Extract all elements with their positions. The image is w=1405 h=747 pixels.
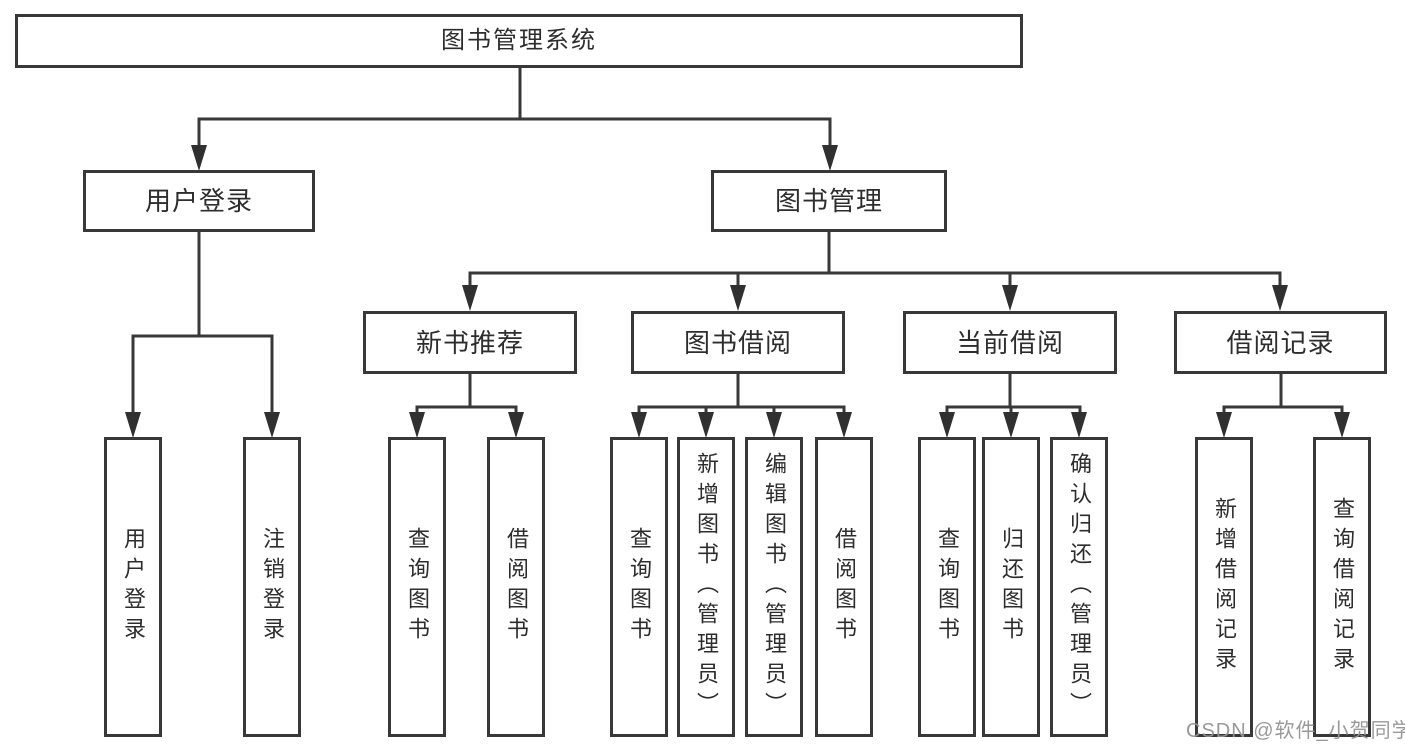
arrow-down-icon [508, 412, 524, 438]
arrow-down-icon [1272, 285, 1288, 311]
node-confirm-return-admin: 确认归还（管理员） [1050, 437, 1108, 737]
node-book-borrow: 图书借阅 [631, 311, 845, 374]
node-current-borrow: 当前借阅 [903, 311, 1117, 374]
node-new-book-recommend: 新书推荐 [363, 311, 577, 374]
node-add-book-admin: 新增图书（管理员） [677, 437, 735, 737]
arrow-down-icon [836, 412, 852, 438]
node-query-books: 查询图书 [918, 437, 976, 737]
node-logout: 注销登录 [243, 437, 301, 737]
node-borrow-records: 借阅记录 [1174, 311, 1387, 374]
node-query-books: 查询图书 [610, 437, 668, 737]
arrow-down-icon [1216, 412, 1232, 438]
node-user-login-branch: 用户登录 [83, 170, 315, 232]
node-book-management-branch: 图书管理 [711, 170, 947, 232]
arrow-down-icon [264, 412, 280, 438]
node-edit-book-admin: 编辑图书（管理员） [745, 437, 803, 737]
arrow-down-icon [462, 285, 478, 311]
node-query-borrow-record: 查询借阅记录 [1313, 437, 1371, 737]
arrow-down-icon [631, 412, 647, 438]
arrow-down-icon [1334, 412, 1350, 438]
arrow-down-icon [1003, 412, 1019, 438]
node-library-system: 图书管理系统 [15, 14, 1023, 68]
node-borrow-books: 借阅图书 [815, 437, 873, 737]
arrow-down-icon [822, 145, 838, 171]
arrow-down-icon [1002, 285, 1018, 311]
arrow-down-icon [698, 412, 714, 438]
arrow-down-icon [939, 412, 955, 438]
arrow-down-icon [191, 145, 207, 171]
arrow-down-icon [1071, 412, 1087, 438]
arrow-down-icon [766, 412, 782, 438]
watermark-text: CSDN @软件_小贺同学 [1186, 720, 1405, 742]
arrow-down-icon [730, 285, 746, 311]
arrow-down-icon [125, 412, 141, 438]
arrowheads [125, 145, 1350, 438]
node-return-book: 归还图书 [982, 437, 1040, 737]
arrow-down-icon [409, 412, 425, 438]
node-borrow-books: 借阅图书 [487, 437, 545, 737]
node-add-borrow-record: 新增借阅记录 [1195, 437, 1253, 737]
node-user-login: 用户登录 [104, 437, 162, 737]
connector-wires [131, 66, 1344, 416]
node-query-books: 查询图书 [388, 437, 446, 737]
